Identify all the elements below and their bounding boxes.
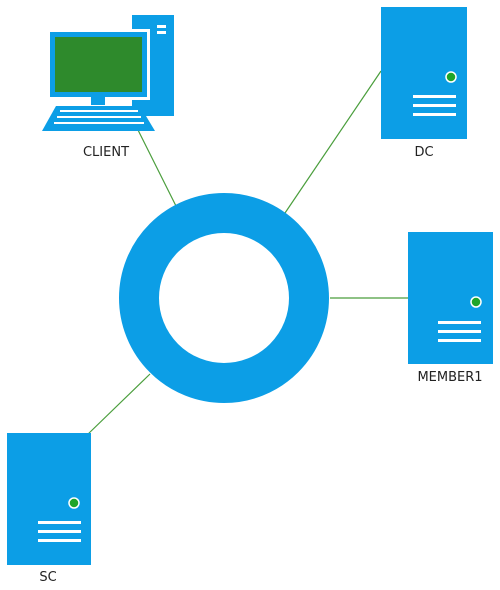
member1-server-box bbox=[408, 232, 493, 364]
dc-status-led bbox=[445, 71, 457, 83]
link-sc-hub bbox=[85, 373, 151, 437]
sc-status-led bbox=[68, 497, 80, 509]
dc-label: DC bbox=[414, 145, 434, 160]
connection-links bbox=[85, 70, 408, 437]
dc-vent-line bbox=[413, 113, 456, 116]
network-ring-icon bbox=[119, 193, 329, 403]
member1-vent-line bbox=[438, 321, 481, 324]
sc-vent-line bbox=[38, 530, 81, 533]
monitor-neck bbox=[91, 97, 105, 105]
member1-label: MEMBER1 bbox=[417, 370, 483, 385]
keyboard-keys bbox=[54, 110, 144, 124]
keyboard bbox=[42, 106, 155, 131]
server-icon bbox=[408, 232, 493, 364]
link-dc-hub bbox=[284, 70, 382, 214]
sc-label: SC bbox=[39, 570, 57, 585]
server-icon bbox=[7, 433, 91, 565]
member1-status-led bbox=[470, 296, 482, 308]
link-client-hub bbox=[137, 129, 177, 207]
dc-vent-line bbox=[413, 95, 456, 98]
sc-server-box bbox=[7, 433, 91, 565]
dc-vent-line bbox=[413, 104, 456, 107]
member1-vent-line bbox=[438, 330, 481, 333]
member1-vent-line bbox=[438, 339, 481, 342]
client-label: CLIENT bbox=[82, 145, 130, 160]
hub-ring bbox=[119, 193, 329, 403]
monitor-screen bbox=[55, 37, 142, 92]
sc-vent-line bbox=[38, 539, 81, 542]
desktop-computer-icon bbox=[42, 15, 174, 131]
server-icon bbox=[381, 7, 467, 139]
tower-drive-slot bbox=[157, 25, 166, 28]
tower-drive-slot bbox=[157, 31, 166, 34]
sc-vent-line bbox=[38, 521, 81, 524]
